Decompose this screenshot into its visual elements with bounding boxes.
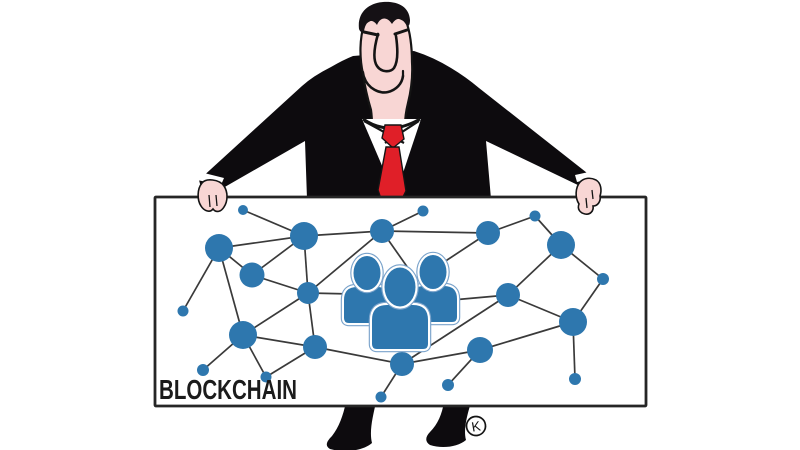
right-hand — [575, 177, 602, 215]
artist-signature: K — [465, 415, 487, 437]
right-leg — [426, 402, 471, 448]
smile — [362, 74, 405, 94]
network-node — [297, 282, 319, 304]
network-node — [238, 205, 248, 215]
people-icon — [340, 251, 461, 353]
network-node — [476, 221, 500, 245]
right-eyebrow-icon — [393, 28, 409, 36]
network-edge — [401, 349, 481, 365]
sign-label: BLOCKCHAIN — [159, 374, 297, 405]
network-node — [303, 335, 327, 359]
network-edge — [218, 247, 244, 336]
network-node — [569, 373, 581, 385]
network-edge — [401, 294, 509, 365]
network-edge — [381, 230, 489, 234]
network-node — [496, 283, 520, 307]
center-person-head — [384, 267, 416, 307]
network-node — [229, 321, 257, 349]
center-person-body — [372, 305, 428, 349]
network-node — [390, 352, 414, 376]
network-nodes — [177, 205, 609, 403]
network-node — [205, 234, 233, 262]
network-edge — [314, 346, 403, 365]
network-node — [559, 308, 587, 336]
network-node — [197, 364, 209, 376]
left-eyebrow-icon — [362, 30, 380, 37]
network-edge — [479, 321, 574, 351]
network-node — [467, 337, 493, 363]
network-node — [547, 231, 575, 259]
right-shirt-cuff — [575, 170, 601, 182]
network-node — [239, 262, 265, 288]
network-node — [529, 210, 541, 222]
hair — [358, 1, 410, 33]
artist-signature-letter: K — [470, 418, 481, 434]
left-hand — [197, 179, 228, 213]
network-node — [290, 222, 318, 250]
smile-end-ticks — [361, 69, 405, 79]
network-node — [177, 305, 189, 317]
left-person-head — [353, 256, 381, 290]
network-edge — [307, 230, 383, 294]
left-leg — [326, 402, 376, 450]
network-edge — [218, 235, 305, 249]
right-person-head — [419, 255, 447, 289]
tie-knot — [381, 124, 405, 149]
network-node — [597, 273, 609, 285]
network-node — [375, 391, 387, 403]
network-node — [260, 371, 272, 383]
network-node — [442, 379, 454, 391]
network-node — [370, 219, 394, 243]
network-node — [417, 205, 429, 217]
nose — [373, 32, 399, 73]
